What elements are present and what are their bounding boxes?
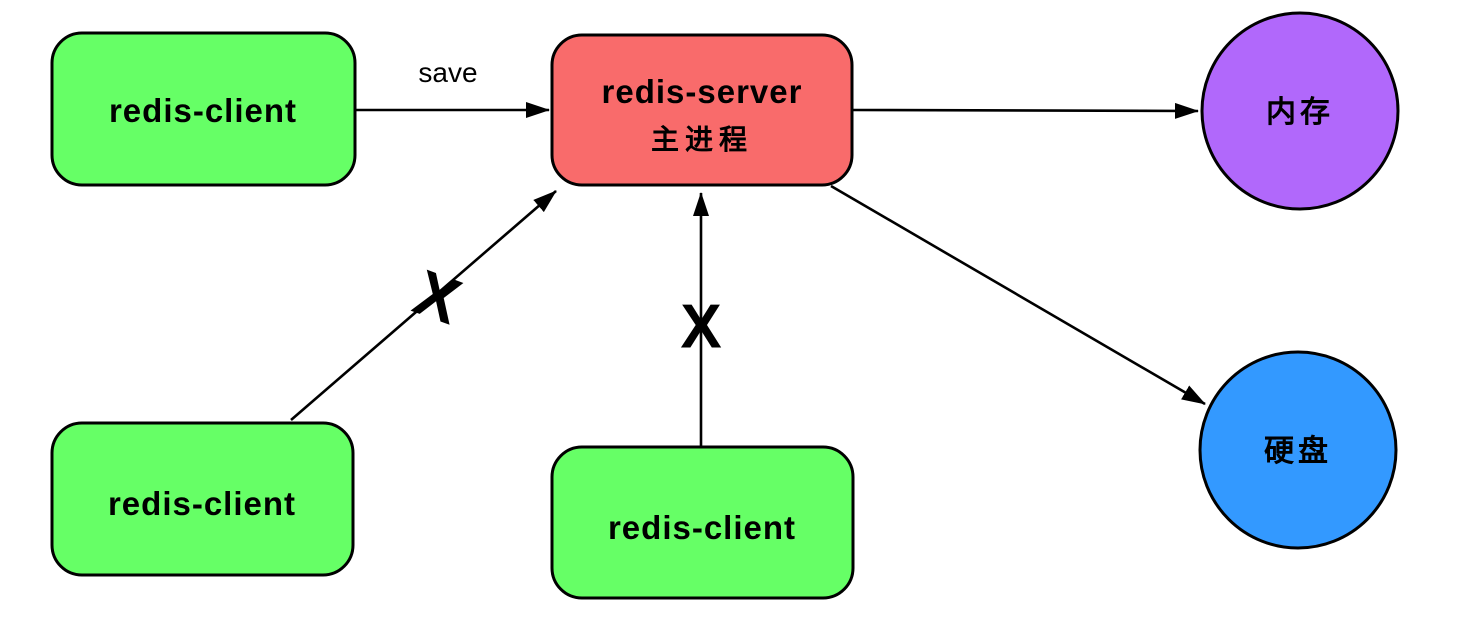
- node-client-top-left-box: [50, 31, 357, 187]
- node-client-bottom-left-box: [50, 421, 355, 577]
- node-client-bottom-middle-label: redis-client: [608, 509, 796, 546]
- edge-label-save: save: [418, 57, 477, 88]
- blocked-x-icon-diagonal: X: [405, 256, 470, 338]
- node-server-label: redis-server: [602, 73, 803, 110]
- node-disk: 硬盘: [1198, 350, 1398, 550]
- edge-server-to-memory-arrow: [851, 102, 1199, 119]
- edge-server-to-disk-arrow: [830, 184, 1206, 406]
- node-client-top-left-label: redis-client: [109, 92, 297, 129]
- node-disk-circle: [1198, 350, 1398, 550]
- node-client-bottom-middle: redis-client: [550, 445, 855, 600]
- node-server-sublabel: 主进程: [651, 124, 753, 155]
- node-client-bottom-left: redis-client: [50, 421, 355, 577]
- node-memory: 内存: [1200, 11, 1400, 211]
- node-server-box: [550, 33, 854, 187]
- node-server: redis-server 主进程: [550, 33, 854, 187]
- edges: [290, 102, 1206, 446]
- node-memory-label: 内存: [1266, 96, 1334, 129]
- blocked-x-icon-vertical: X: [680, 292, 721, 361]
- node-disk-label: 硬盘: [1264, 434, 1332, 468]
- node-memory-circle: [1200, 11, 1400, 211]
- node-client-bottom-left-label: redis-client: [108, 485, 296, 522]
- edge-client-bottom-left-to-server-arrow: [290, 190, 557, 421]
- node-client-top-left: redis-client: [50, 31, 357, 187]
- node-client-bottom-middle-box: [550, 445, 855, 600]
